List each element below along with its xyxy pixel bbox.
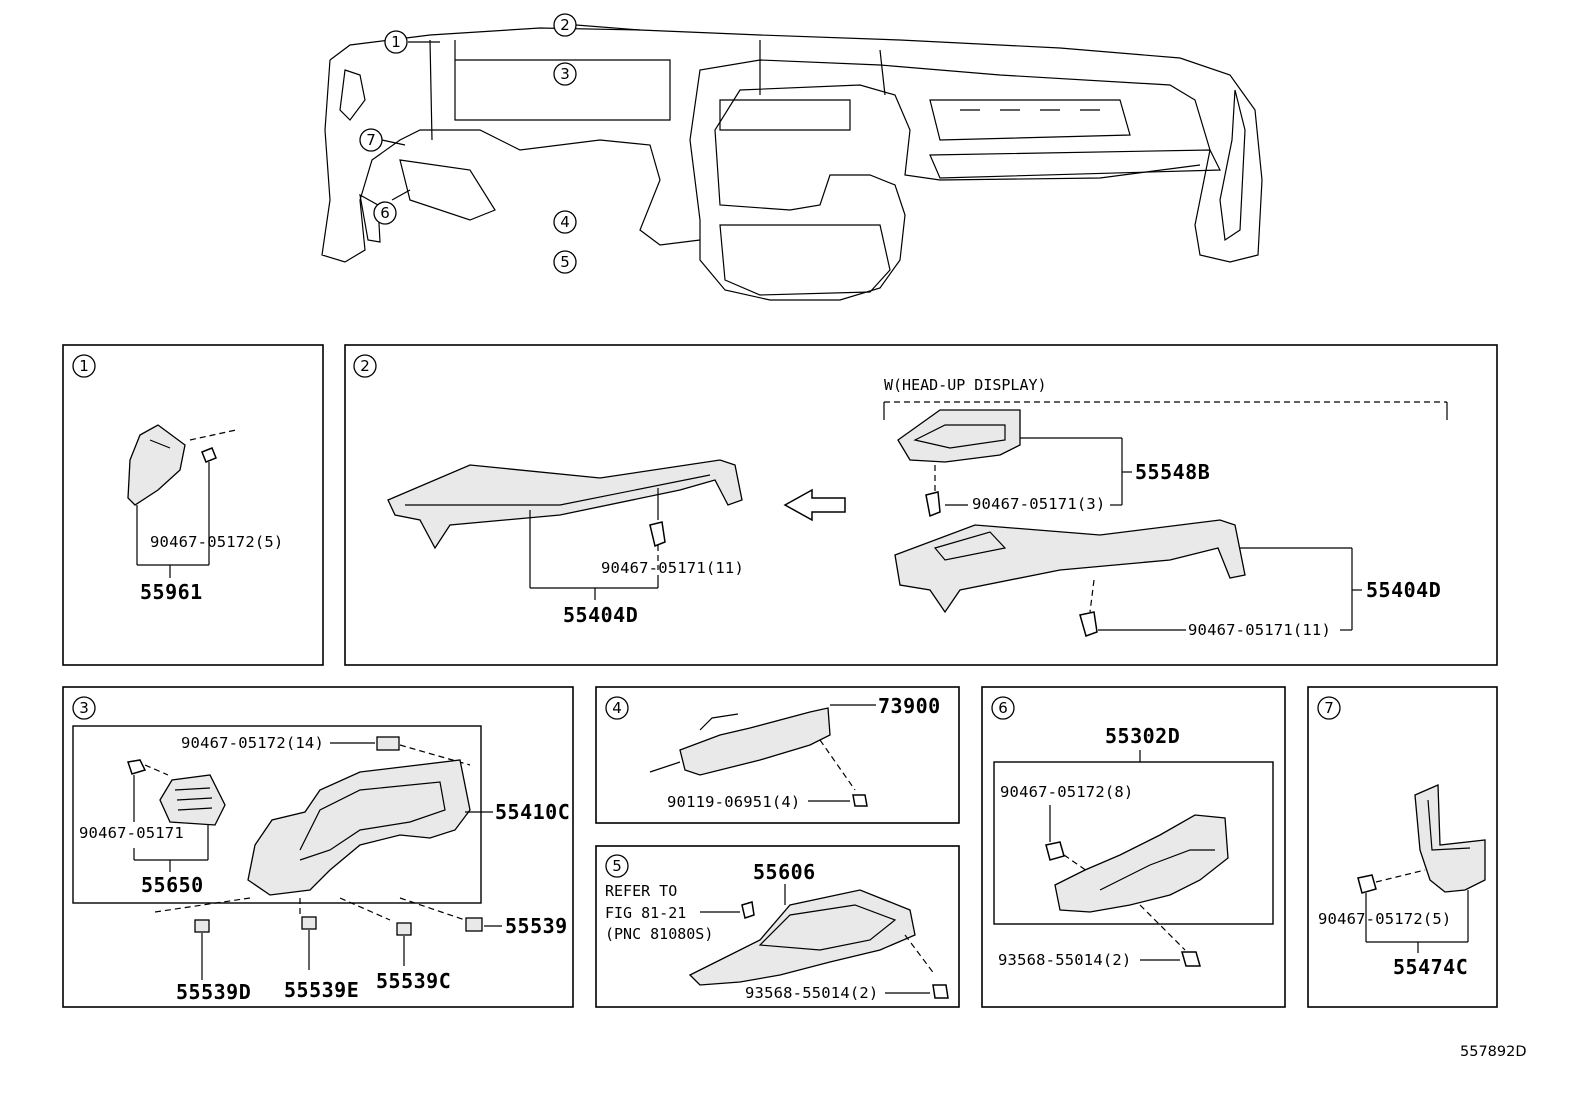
top-callout-5: 5: [553, 250, 577, 274]
svg-text:6: 6: [380, 204, 390, 222]
panel-2-clip-c-label: 90467-05171(11): [1188, 621, 1331, 639]
svg-text:5: 5: [560, 253, 570, 271]
diagram-code: 557892D: [1460, 1044, 1527, 1060]
part-55650-illustration: [159, 774, 226, 826]
panel-5-refer-1: REFER TO: [605, 882, 677, 900]
svg-text:7: 7: [366, 131, 376, 149]
top-callout-4: 4: [553, 210, 577, 234]
top-callout-2: 2: [553, 13, 641, 37]
part-55961-illustration: [127, 424, 186, 506]
top-callout-1: 1: [384, 30, 440, 54]
panel-1: 1 90467-05172(5) 55961: [62, 344, 324, 666]
panel-6-clip-label: 90467-05172(8): [1000, 783, 1133, 801]
clip-55539C-icon: [396, 922, 412, 936]
panel-3-clip-label: 55539: [505, 914, 568, 938]
panel-2-part-c-label: 55404D: [1366, 578, 1441, 602]
panel-7: 7 90467-05172(5) 55474C: [1307, 686, 1498, 1008]
panel-5-refer-2: FIG 81-21: [605, 904, 686, 922]
panel-2-condition: W(HEAD-UP DISPLAY): [884, 376, 1047, 394]
part-55606-illustration: [688, 889, 916, 986]
panel-1-part-label: 55961: [140, 580, 203, 604]
part-55548B-illustration: [897, 409, 1021, 463]
panel-3-part-main-label: 55410C: [495, 800, 570, 824]
clip-55539-icon: [465, 917, 483, 932]
panel-3-vent-label: 55650: [141, 873, 204, 897]
panel-3-clip-top-label: 90467-05172(14): [181, 734, 324, 752]
panel-5-refer-3: (PNC 81080S): [605, 925, 713, 943]
panel-6-screw-label: 93568-55014(2): [998, 951, 1131, 969]
panel-3-part-d-label: 55539D: [176, 980, 251, 1004]
part-55410C-illustration: [247, 759, 471, 896]
panel-2: 2 90467-05171(11) 55404D W(HEAD-UP DISPL…: [344, 344, 1498, 666]
top-callout-7: 7: [359, 128, 406, 152]
panel-5-screw-label: 93568-55014(2): [745, 984, 878, 1002]
clip-55539D-icon: [194, 919, 210, 933]
svg-text:1: 1: [391, 33, 401, 51]
svg-text:2: 2: [560, 16, 570, 34]
panel-1-clip-label: 90467-05172(5): [150, 533, 283, 551]
screw-icon: [932, 984, 949, 999]
panel-4-bolt-label: 90119-06951(4): [667, 793, 800, 811]
panel-3-callout: 3: [79, 699, 89, 717]
top-callout-6: 6: [373, 189, 411, 225]
part-55404D-hud-illustration: [894, 519, 1246, 614]
panel-2-clip-b-label: 90467-05171(3): [972, 495, 1105, 513]
part-73900-illustration: [679, 707, 831, 776]
screw-icon: [1181, 951, 1201, 967]
panel-7-callout: 7: [1324, 699, 1334, 717]
panel-2-clip-a-label: 90467-05171(11): [601, 559, 744, 577]
panel-6-part-label: 55302D: [1105, 724, 1180, 748]
top-callout-3: 3: [553, 62, 577, 86]
part-55302D-illustration: [1054, 814, 1229, 913]
panel-3-part-e-label: 55539E: [284, 978, 359, 1002]
panel-3: 3 90467-05172(14) 90467-05171 55650 5541…: [62, 686, 574, 1008]
panel-5-callout: 5: [612, 857, 622, 875]
panel-2-part-b-label: 55548B: [1135, 460, 1210, 484]
dashboard-assembly-illustration: [321, 27, 1263, 301]
panel-2-part-a-label: 55404D: [563, 603, 638, 627]
panel-3-part-c-label: 55539C: [376, 969, 451, 993]
clip-55539E-icon: [301, 916, 317, 930]
panel-7-part-label: 55474C: [1393, 955, 1468, 979]
panel-5: 5 55606 REFER TO FIG 81-21 (PNC 81080S) …: [595, 845, 960, 1008]
arrow-icon: [783, 488, 846, 522]
panel-2-callout: 2: [360, 357, 370, 375]
panel-7-clip-label: 90467-05172(5): [1318, 910, 1451, 928]
panel-4: 4 73900 90119-06951(4): [595, 686, 960, 824]
panel-4-part-label: 73900: [878, 694, 941, 718]
panel-1-callout: 1: [79, 357, 89, 375]
panel-6: 6 55302D 90467-05172(8) 93568-55014(2): [981, 686, 1286, 1008]
panel-4-callout: 4: [612, 699, 622, 717]
svg-text:4: 4: [560, 213, 570, 231]
panel-6-callout: 6: [998, 699, 1008, 717]
part-55474C-illustration: [1414, 784, 1486, 893]
svg-text:3: 3: [560, 65, 570, 83]
bolt-icon: [852, 794, 868, 807]
panel-3-clip-left-label: 90467-05171: [79, 824, 184, 842]
panel-5-part-label: 55606: [753, 860, 816, 884]
